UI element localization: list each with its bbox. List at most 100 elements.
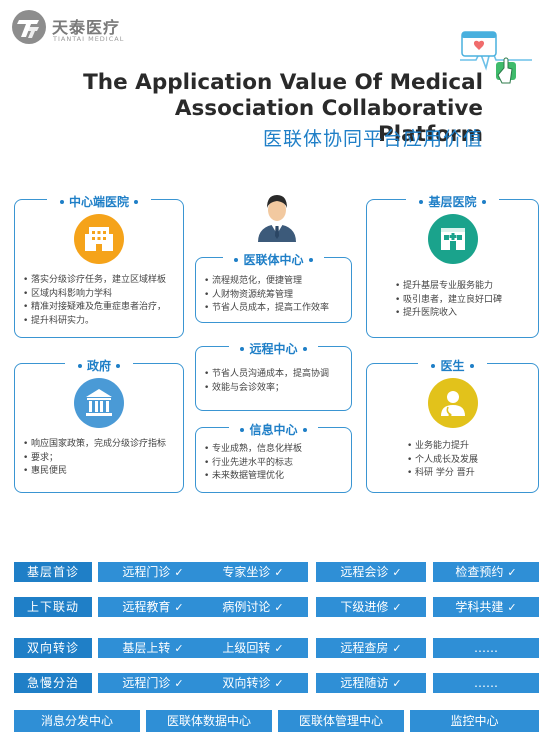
title-en-line1: The Application Value Of Medical	[83, 70, 483, 95]
doctor-icon	[427, 378, 478, 428]
list-item: 落实分级诊疗任务，建立区域样板	[23, 274, 183, 288]
panel-hub-hospital: 中心端医院 落实分级诊疗任务，建立区域样板 区域内科影响力学科 精准对接疑难及危…	[14, 193, 184, 338]
list-item: 节省人员成本，提高工作效率	[204, 302, 349, 316]
list-item: 响应国家政策，完成分级诊疗指标	[23, 438, 183, 452]
grid-row: 上下联动 远程教育✓ 病例讨论✓ 下级进修✓ 学科共建✓	[14, 597, 539, 617]
list-item: 节省人员沟通成本，提高协调	[204, 368, 349, 382]
panel-title: 政府	[64, 357, 133, 375]
list-item-continued: 要求；	[23, 452, 183, 466]
grid-row: 基层首诊 远程门诊✓ 专家坐诊✓ 远程会诊✓ 检查预约✓	[14, 562, 539, 582]
check-icon: ✓	[392, 642, 402, 655]
grid-cell-label: 远程教育	[122, 600, 171, 614]
check-icon: ✓	[174, 566, 184, 579]
check-icon: ✓	[392, 601, 402, 614]
list-item: 区域内科影响力学科	[23, 288, 183, 302]
grid-cell-label: 远程随访	[340, 676, 389, 690]
panel-doctor: 医生 业务能力提升 个人成长及发展 科研 学分 晋升	[366, 357, 539, 493]
title-en-line2: Association Collaborative Platform	[174, 96, 483, 147]
panel-title: 医联体中心	[223, 251, 324, 269]
panel-info-center: 信息中心 专业成熟，信息化样板 行业先进水平的标志 未来数据管理优化	[195, 421, 352, 493]
hospital-building-icon	[74, 214, 124, 264]
title-en: The Application Value Of Medical Associa…	[63, 70, 483, 148]
bottom-block: 监控中心	[410, 710, 539, 732]
grid-row: 急慢分治 远程门诊✓ 双向转诊✓ 远程随访✓ ……	[14, 673, 539, 693]
list-item: 提升基层专业服务能力	[395, 280, 535, 294]
check-icon: ✓	[174, 601, 184, 614]
bottom-block: 医联体数据中心	[146, 710, 272, 732]
panel-remote-center: 远程中心 节省人员沟通成本，提高协调 效能与会诊效率；	[195, 340, 352, 411]
grid-cell: 上级回转✓	[198, 638, 308, 658]
grid-cell-label: ……	[474, 641, 498, 655]
row-label: 基层首诊	[14, 562, 92, 582]
grid-cell: 远程教育✓	[98, 597, 208, 617]
check-icon: ✓	[507, 566, 517, 579]
grid-cell-label: 上级回转	[222, 641, 271, 655]
panel-title: 基层医院	[406, 193, 499, 211]
panel-grassroots-hospital: 基层医院 提升基层专业服务能力 吸引患者，建立良好口碑 提升医院收入	[366, 193, 539, 338]
doctor-portrait-icon	[258, 195, 296, 242]
list-item: 个人成长及发展	[407, 454, 537, 468]
check-icon: ✓	[392, 566, 402, 579]
government-building-icon	[74, 378, 124, 428]
list-item: 提升医院收入	[395, 307, 535, 321]
bottom-block: 医联体管理中心	[278, 710, 404, 732]
list-item-continued: 效能与会诊效率；	[204, 382, 349, 396]
logo-mark-icon	[12, 10, 46, 44]
check-icon: ✓	[274, 677, 284, 690]
list-item: 人财物资源统筹管理	[204, 289, 349, 303]
title-cn: 医联体协同平台应用价值	[262, 128, 483, 150]
list-item: 惠民便民	[23, 465, 183, 479]
bottom-block: 消息分发中心	[14, 710, 140, 732]
row-label: 急慢分治	[14, 673, 92, 693]
panel-title: 信息中心	[229, 421, 318, 439]
list-item: 吸引患者，建立良好口碑	[395, 294, 535, 308]
grid-cell-label: 下级进修	[340, 600, 389, 614]
grid-cell: 病例讨论✓	[198, 597, 308, 617]
row-label: 双向转诊	[14, 638, 92, 658]
list-item: 精准对接疑难及危重症患者治疗，	[23, 301, 183, 315]
grid-cell-label: 检查预约	[455, 565, 504, 579]
list-item: 科研 学分 晋升	[407, 467, 537, 481]
panel-title: 中心端医院	[46, 193, 151, 211]
grid-cell-label: 远程门诊	[122, 565, 171, 579]
grid-cell: 学科共建✓	[433, 597, 539, 617]
grid-cell-label: 学科共建	[455, 600, 504, 614]
grid-cell: 基层上转✓	[98, 638, 208, 658]
grid-cell-label: 病例讨论	[222, 600, 271, 614]
list-item: 未来数据管理优化	[204, 470, 349, 484]
check-icon: ✓	[274, 642, 284, 655]
panel-title: 医生	[418, 357, 487, 375]
panel-title: 远程中心	[229, 340, 318, 358]
grid-cell-label: 远程门诊	[122, 676, 171, 690]
list-item: 专业成熟，信息化样板	[204, 443, 349, 457]
row-label: 上下联动	[14, 597, 92, 617]
list-item: 行业先进水平的标志	[204, 457, 349, 471]
grid-cell: 远程查房✓	[316, 638, 426, 658]
grid-cell: 远程随访✓	[316, 673, 426, 693]
grid-cell-label: 双向转诊	[222, 676, 271, 690]
grid-cell-label: 远程会诊	[340, 565, 389, 579]
grid-cell: 双向转诊✓	[198, 673, 308, 693]
grid-cell-label: 远程查房	[340, 641, 389, 655]
grid-cell: 下级进修✓	[316, 597, 426, 617]
grid-cell: ……	[433, 638, 539, 658]
check-icon: ✓	[507, 601, 517, 614]
panel-alliance-center: 医联体中心 流程规范化，便捷管理 人财物资源统筹管理 节省人员成本，提高工作效率	[195, 251, 352, 323]
check-icon: ✓	[392, 677, 402, 690]
grid-cell: 远程门诊✓	[98, 562, 208, 582]
list-item: 业务能力提升	[407, 440, 537, 454]
grid-cell-label: ……	[474, 676, 498, 690]
grid-cell-label: 专家坐诊	[222, 565, 271, 579]
list-item: 流程规范化，便捷管理	[204, 275, 349, 289]
grid-cell: 检查预约✓	[433, 562, 539, 582]
grid-cell-label: 基层上转	[122, 641, 171, 655]
grid-cell: ……	[433, 673, 539, 693]
check-icon: ✓	[274, 566, 284, 579]
check-icon: ✓	[174, 642, 184, 655]
grid-row: 双向转诊 基层上转✓ 上级回转✓ 远程查房✓ ……	[14, 638, 539, 658]
logo-text-en: TIANTAI MEDICAL	[53, 35, 125, 43]
grid-cell: 专家坐诊✓	[198, 562, 308, 582]
grid-cell: 远程会诊✓	[316, 562, 426, 582]
check-icon: ✓	[274, 601, 284, 614]
check-icon: ✓	[174, 677, 184, 690]
